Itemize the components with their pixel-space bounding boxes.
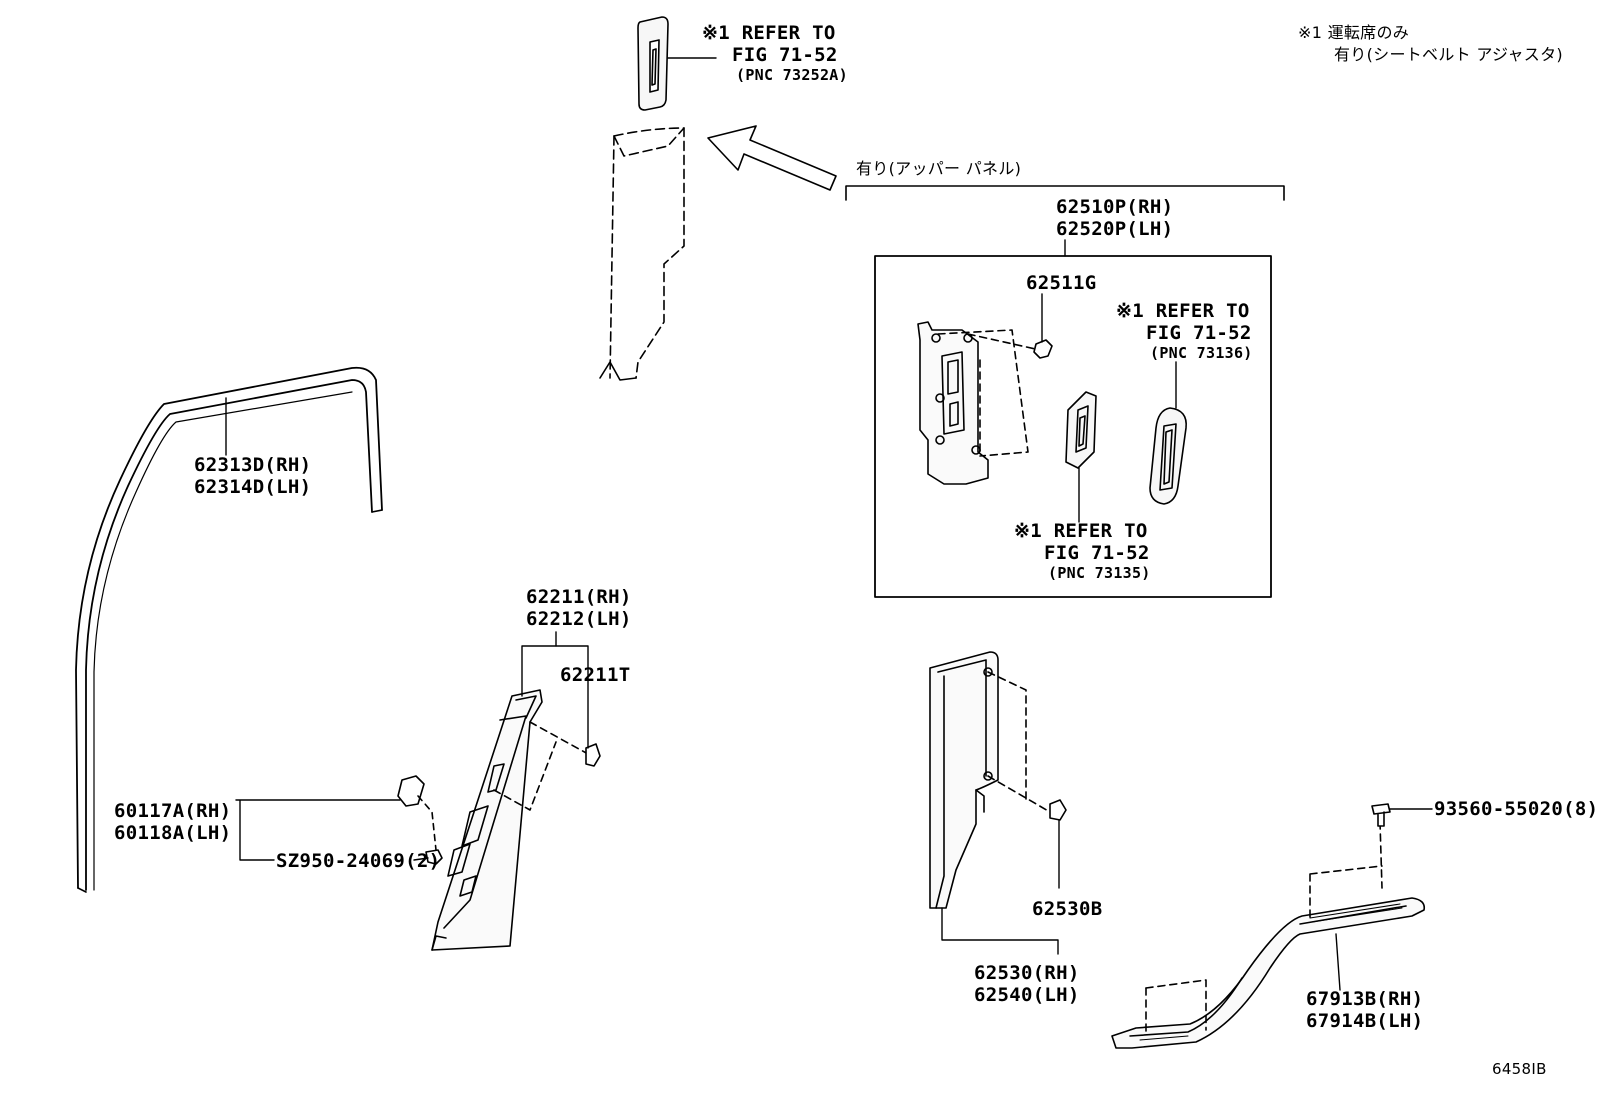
ref-right-line-2: FIG 71-52 xyxy=(1146,322,1252,344)
figure-id: 6458IB xyxy=(1492,1060,1547,1078)
retainer-shape xyxy=(397,775,425,807)
upper-panel-clip-leaders xyxy=(937,329,1041,457)
b-pillar-bracket xyxy=(941,907,1059,955)
ref-top-line-2: FIG 71-52 xyxy=(732,44,838,66)
option-bracket xyxy=(845,185,1285,201)
part-62212: 62212(LH) xyxy=(526,608,632,630)
ref-bottom-line-3: (PNC 73135) xyxy=(1048,564,1151,582)
part-62313d: 62313D(RH) xyxy=(194,454,312,476)
label-weatherstrip: 62313D(RH) 62314D(LH) xyxy=(194,454,311,498)
ref-top-line-1: ※1 REFER TO xyxy=(702,22,836,44)
label-pillar-garnish: 62211(RH) 62212(LH) xyxy=(526,586,632,630)
part-62530: 62530(RH) xyxy=(974,962,1080,984)
part-62211t: 62211T xyxy=(560,664,631,686)
label-upper-panel: 62510P(RH) 62520P(LH) xyxy=(1056,196,1173,240)
part-67913b: 67913B(RH) xyxy=(1306,988,1424,1010)
scuff-plate-dashed-guides xyxy=(1145,821,1383,1033)
ref-callout-bottom: ※1 REFER TO FIG 71-52 (PNC 73135) xyxy=(1014,520,1151,582)
ref-right-line-1: ※1 REFER TO xyxy=(1116,300,1250,322)
part-sz950: SZ950-24069(2) xyxy=(276,850,441,872)
pillar-clip-leaders xyxy=(493,721,589,811)
adjuster-cover-left xyxy=(1065,391,1097,523)
clip-62211t-shape xyxy=(585,743,601,767)
ref-callout-top: ※1 REFER TO FIG 71-52 (PNC 73252A) xyxy=(702,22,848,84)
label-scuff-plate: 67913B(RH) 67914B(LH) xyxy=(1306,988,1423,1032)
adjuster-cover-right xyxy=(1149,361,1187,505)
part-62540: 62540(LH) xyxy=(974,984,1080,1006)
clip-62530b-shape xyxy=(1049,799,1067,821)
part-62520p: 62520P(LH) xyxy=(1056,218,1174,240)
direction-arrow xyxy=(707,125,837,191)
pillar-bracket xyxy=(521,645,589,749)
part-67914b: 67914B(LH) xyxy=(1306,1010,1424,1032)
upper-pillar-base xyxy=(599,361,637,381)
upper-panel-detail-box xyxy=(874,255,1272,598)
b-pillar-clip-leaders xyxy=(987,671,1051,813)
label-b-pillar: 62530(RH) 62540(LH) xyxy=(974,962,1080,1006)
part-62530b: 62530B xyxy=(1032,898,1103,920)
part-60117a: 60117A(RH) xyxy=(114,800,232,822)
part-62314d: 62314D(LH) xyxy=(194,476,312,498)
adjuster-cover-top xyxy=(637,16,717,111)
part-62511g: 62511G xyxy=(1026,272,1097,294)
upper-panel-option-note: 有り(アッパー パネル) xyxy=(856,159,1022,178)
retainer-bracket xyxy=(235,799,429,861)
legend-line-1: ※1 運転席のみ xyxy=(1298,23,1410,42)
front-pillar-garnish xyxy=(431,689,543,951)
legend-line-2: 有り(シートベルト アジャスタ) xyxy=(1334,45,1563,64)
part-93560: 93560-55020(8) xyxy=(1434,798,1598,820)
ref-bottom-line-1: ※1 REFER TO xyxy=(1014,520,1148,542)
scuff-plate xyxy=(1111,897,1426,1049)
ref-callout-right: ※1 REFER TO FIG 71-52 (PNC 73136) xyxy=(1116,300,1253,362)
label-retainer: 60117A(RH) 60118A(LH) xyxy=(114,800,231,844)
legend-note: ※1 運転席のみ 有り(シートベルト アジャスタ) xyxy=(1298,22,1563,66)
ref-bottom-line-2: FIG 71-52 xyxy=(1044,542,1150,564)
screw-93560-shape xyxy=(1371,803,1391,827)
b-pillar xyxy=(929,651,999,909)
part-60118a: 60118A(LH) xyxy=(114,822,232,844)
retainer-leaders xyxy=(417,795,437,851)
weatherstrip xyxy=(75,366,383,893)
clip-62511g-shape xyxy=(1033,339,1053,359)
upper-pillar-outline xyxy=(609,127,685,379)
ref-right-line-3: (PNC 73136) xyxy=(1150,344,1253,362)
upper-panel-part xyxy=(917,321,989,485)
part-62510p: 62510P(RH) xyxy=(1056,196,1174,218)
ref-top-line-3: (PNC 73252A) xyxy=(736,66,848,84)
part-62211: 62211(RH) xyxy=(526,586,632,608)
